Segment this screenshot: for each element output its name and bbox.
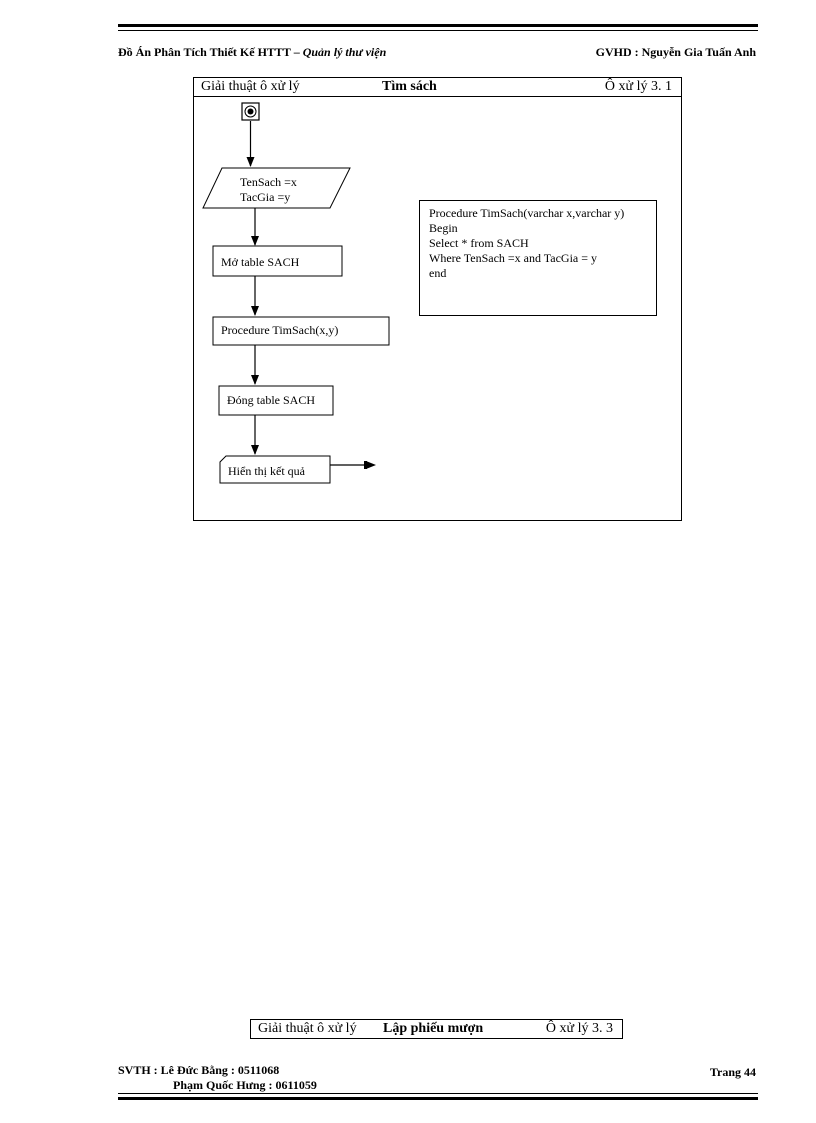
next-algorithm-caption: Giải thuật ô xử lý Lập phiếu mượn Ô xử l… — [250, 1019, 623, 1039]
caption-label: Giải thuật ô xử lý — [201, 79, 300, 94]
algorithm-caption: Giải thuật ô xử lý Tìm sách Ô xử lý 3. 1 — [194, 78, 681, 97]
display-label: Hiển thị kết quả — [228, 464, 306, 478]
header-subtitle: Quản lý thư viện — [302, 45, 387, 59]
flowchart: TenSach =x TacGia =y Mở table SACH Proce… — [202, 102, 390, 484]
start-node — [241, 102, 260, 121]
code-line: Where TenSach =x and TacGia = y — [429, 251, 598, 265]
footer-student-1: SVTH : Lê Đức Bằng : 0511068 — [118, 1063, 280, 1077]
caption-title: Tìm sách — [382, 79, 437, 94]
input-line2: TacGia =y — [240, 190, 290, 204]
next-caption-label: Giải thuật ô xử lý — [258, 1021, 357, 1036]
footer-students: SVTH : Lê Đức Bằng : 0511068 Phạm Quốc H… — [118, 1063, 317, 1093]
open-table-node: Mở table SACH — [212, 245, 343, 277]
close-table-node: Đóng table SACH — [218, 385, 334, 416]
end-arrow-icon — [364, 461, 376, 469]
code-line: Procedure TimSach(varchar x,varchar y) — [429, 206, 625, 220]
input-line1: TenSach =x — [240, 175, 297, 189]
input-node: TenSach =x TacGia =y — [202, 167, 351, 209]
code-line: end — [429, 266, 447, 280]
next-caption-process-id: Ô xử lý 3. 3 — [545, 1021, 613, 1036]
open-table-label: Mở table SACH — [221, 255, 300, 269]
header-project-title: Đồ Án Phân Tích Thiết Kế HTTT — [118, 45, 291, 59]
footer-rule-thick — [118, 1097, 758, 1100]
code-line: Select * from SACH — [429, 236, 529, 250]
footer-rule-thin — [118, 1093, 758, 1094]
footer-page-number: Trang 44 — [709, 1065, 756, 1079]
header-rule-thick — [118, 24, 758, 27]
header-separator: – — [290, 45, 303, 59]
algorithm-frame: Giải thuật ô xử lý Tìm sách Ô xử lý 3. 1 — [193, 77, 682, 521]
header-title: Đồ Án Phân Tích Thiết Kế HTTT – Quản lý … — [118, 45, 386, 60]
footer-student-2: Phạm Quốc Hưng : 0611059 — [173, 1078, 317, 1092]
header-rule-thin — [118, 30, 758, 31]
caption-process-id: Ô xử lý 3. 1 — [604, 79, 672, 94]
code-line: Begin — [429, 221, 458, 235]
next-caption-title: Lập phiếu mượn — [383, 1021, 484, 1036]
header-advisor: GVHD : Nguyễn Gia Tuấn Anh — [595, 45, 756, 59]
close-table-label: Đóng table SACH — [227, 393, 315, 407]
procedure-node: Procedure TimSach(x,y) — [212, 316, 390, 346]
procedure-label: Procedure TimSach(x,y) — [221, 323, 338, 337]
procedure-code-box: Procedure TimSach(varchar x,varchar y) B… — [419, 200, 657, 316]
display-node: Hiển thị kết quả — [219, 455, 331, 484]
